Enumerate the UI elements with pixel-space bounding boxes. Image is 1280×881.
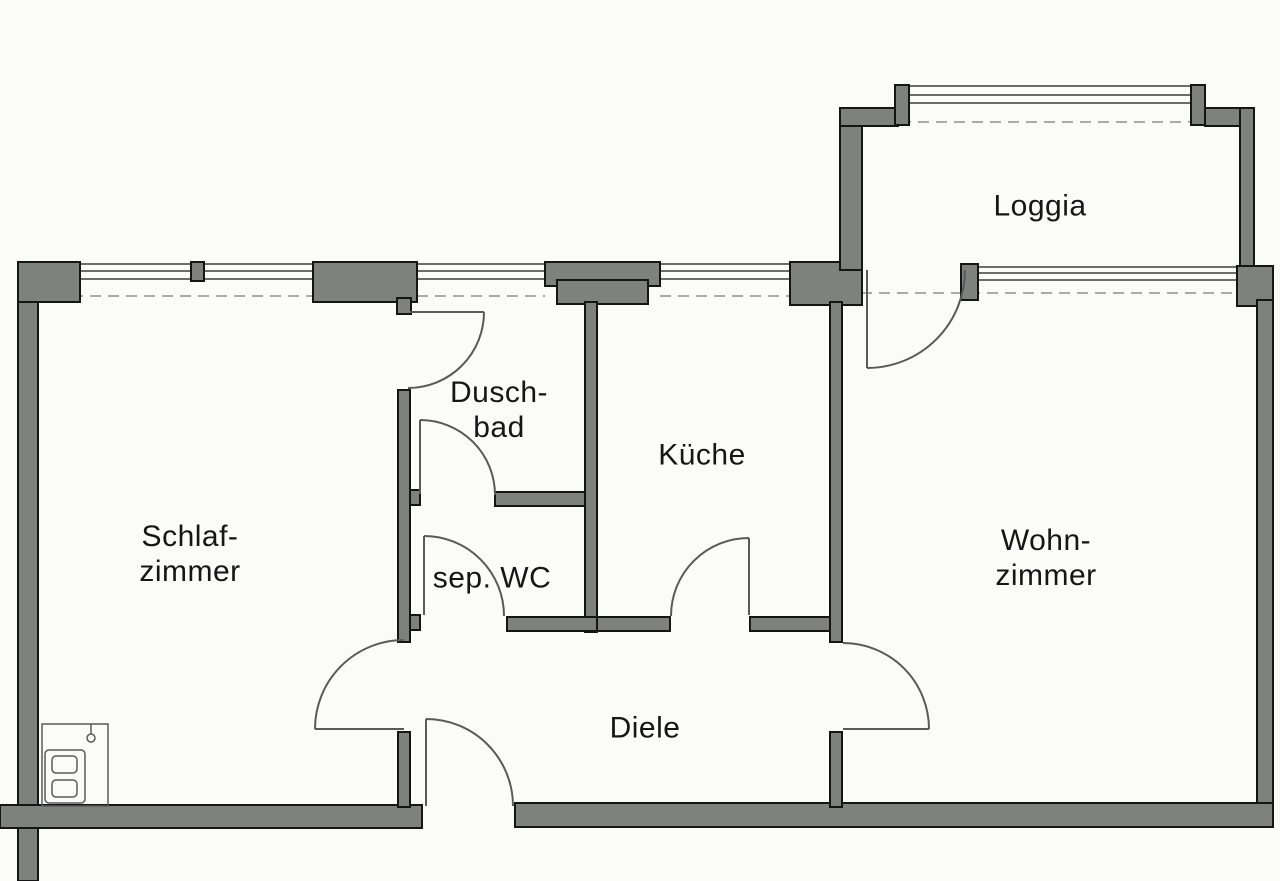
- fixture-outline: [41, 723, 109, 807]
- room-label-line: Dusch-: [449, 376, 549, 409]
- room-label-line: sep. WC: [432, 561, 552, 595]
- wall-diele-north-2: [596, 616, 671, 632]
- door-swing-arc: [419, 419, 496, 496]
- parapet-dashed-lines: [72, 121, 1253, 297]
- room-label-line: zimmer: [139, 555, 241, 588]
- fixture-drawer: [51, 779, 78, 798]
- wall-wohnzimmer-stub: [829, 731, 843, 808]
- pier-duschbad-kueche-base: [556, 279, 649, 305]
- room-label-line: Wohn-: [1000, 524, 1092, 557]
- door-kueche: [670, 537, 750, 617]
- window-duschbad: [416, 263, 546, 280]
- loggia-parapet-seg-left: [839, 107, 899, 127]
- door-swing-arc: [407, 311, 485, 389]
- wall-duschbad-wc: [494, 491, 598, 507]
- room-label-line: zimmer: [995, 559, 1097, 592]
- loggia-railing: [908, 85, 1192, 104]
- door-swing-arc: [670, 537, 750, 617]
- loggia-railing-pier-right: [1190, 84, 1206, 126]
- loggia-wall-right: [1239, 107, 1255, 271]
- wall-duschbad-kueche: [584, 301, 598, 633]
- window-bands: [79, 85, 1238, 281]
- fixtures: [41, 723, 109, 807]
- pier-cap-duschbad-door: [396, 297, 412, 315]
- room-label-line: Diele: [609, 711, 681, 745]
- door-wc-duschbad: [419, 419, 496, 496]
- door-swings: [314, 269, 966, 807]
- pier-schlafzimmer-duschbad: [312, 261, 418, 303]
- door-swing-arc: [423, 535, 505, 617]
- fixture-knob: [86, 733, 96, 743]
- wall-diele-north-3: [749, 616, 831, 632]
- door-sep-wc: [423, 535, 505, 617]
- wall-kueche-wohnzimmer: [829, 301, 843, 643]
- room-label-line: Loggia: [993, 189, 1087, 223]
- room-label-line: Küche: [658, 438, 746, 472]
- door-swing-arc: [866, 269, 966, 369]
- window-mullion-schlafzimmer: [190, 261, 205, 282]
- exterior-wall-left: [17, 261, 39, 881]
- door-swing-arc: [314, 639, 405, 730]
- door-schlafzimmer: [314, 639, 405, 730]
- wall-diele-north-1: [506, 616, 598, 632]
- walls: [0, 84, 1274, 881]
- schlafzimmer-fixture: [41, 723, 109, 807]
- loggia-wall-left: [839, 107, 863, 271]
- door-schlafzimmer-duschbad: [407, 311, 485, 389]
- room-label-line: bad: [473, 411, 525, 444]
- room-label-diele: Diele: [610, 711, 681, 746]
- loggia-railing-pier-left: [894, 84, 910, 126]
- door-wohnzimmer: [842, 642, 930, 730]
- door-loggia: [866, 269, 966, 369]
- room-label-wohnzimmer: Wohn- zimmer: [995, 523, 1096, 593]
- door-entrance: [425, 718, 514, 807]
- room-label-sep-wc: sep. WC: [433, 561, 552, 596]
- wall-nib-duschbad: [409, 489, 421, 506]
- door-swing-arc: [842, 642, 930, 730]
- fixture-body: [44, 749, 86, 804]
- exterior-wall-bottom-left: [0, 804, 423, 829]
- room-label-line: Schlaf-: [141, 520, 239, 553]
- fixture-drawer: [51, 755, 78, 774]
- window-kueche: [659, 263, 791, 280]
- exterior-corner-top-left: [17, 261, 81, 303]
- wall-schlafzimmer-right-lower: [397, 731, 411, 808]
- room-label-kueche: Küche: [658, 438, 746, 473]
- exterior-wall-bottom-right: [514, 802, 1274, 828]
- exterior-wall-right: [1256, 299, 1274, 828]
- room-label-duschbad: Dusch- bad: [450, 375, 548, 445]
- wall-nib-wc: [409, 614, 421, 631]
- room-label-schlafzimmer: Schlaf- zimmer: [139, 519, 240, 589]
- room-label-loggia: Loggia: [993, 189, 1086, 224]
- wall-schlafzimmer-right-upper: [397, 389, 411, 643]
- door-swing-arc: [425, 718, 514, 807]
- window-wohnzimmer: [977, 266, 1238, 281]
